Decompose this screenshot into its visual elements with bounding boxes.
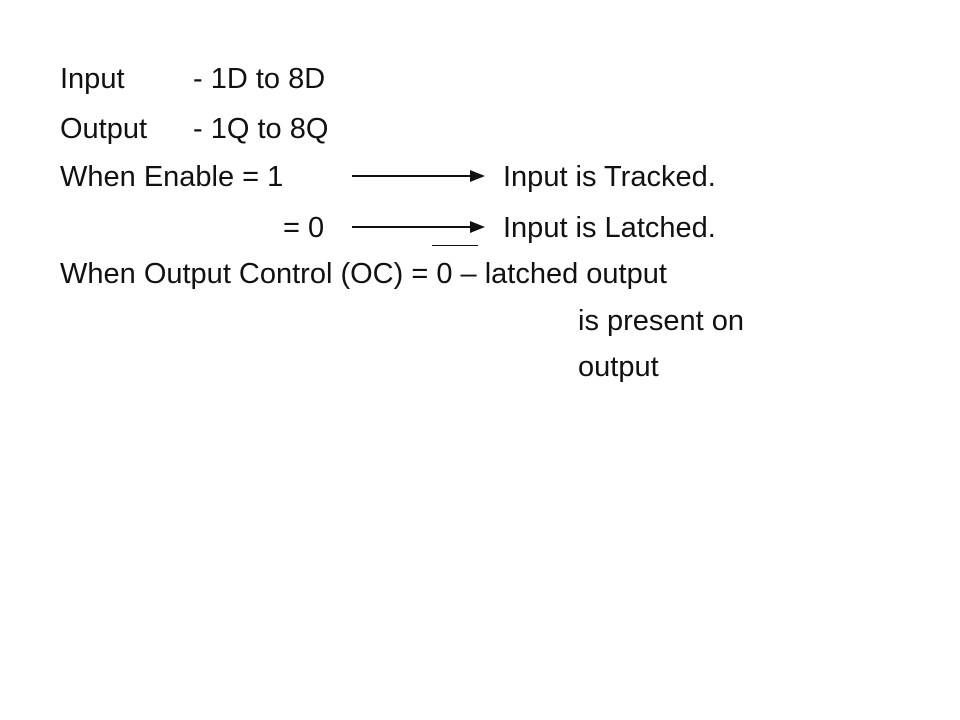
enable-one-label: When Enable = 1 xyxy=(60,161,284,193)
output-range: - 1Q to 8Q xyxy=(193,113,329,145)
enable-one-result: Input is Tracked. xyxy=(503,161,716,193)
output-control-cont-2: output xyxy=(578,351,659,383)
output-label: Output xyxy=(60,113,148,145)
right-arrow-icon xyxy=(352,170,485,182)
input-label: Input xyxy=(60,63,125,95)
enable-zero-result: Input is Latched. xyxy=(503,212,716,244)
oc-overline xyxy=(432,245,478,246)
input-range: - 1D to 8D xyxy=(193,63,326,95)
output-control-cont-1: is present on xyxy=(578,305,745,337)
right-arrow-icon xyxy=(352,221,485,233)
enable-zero-label: = 0 xyxy=(283,212,325,244)
output-control-line: When Output Control (OC) = 0 – latched o… xyxy=(60,258,667,290)
